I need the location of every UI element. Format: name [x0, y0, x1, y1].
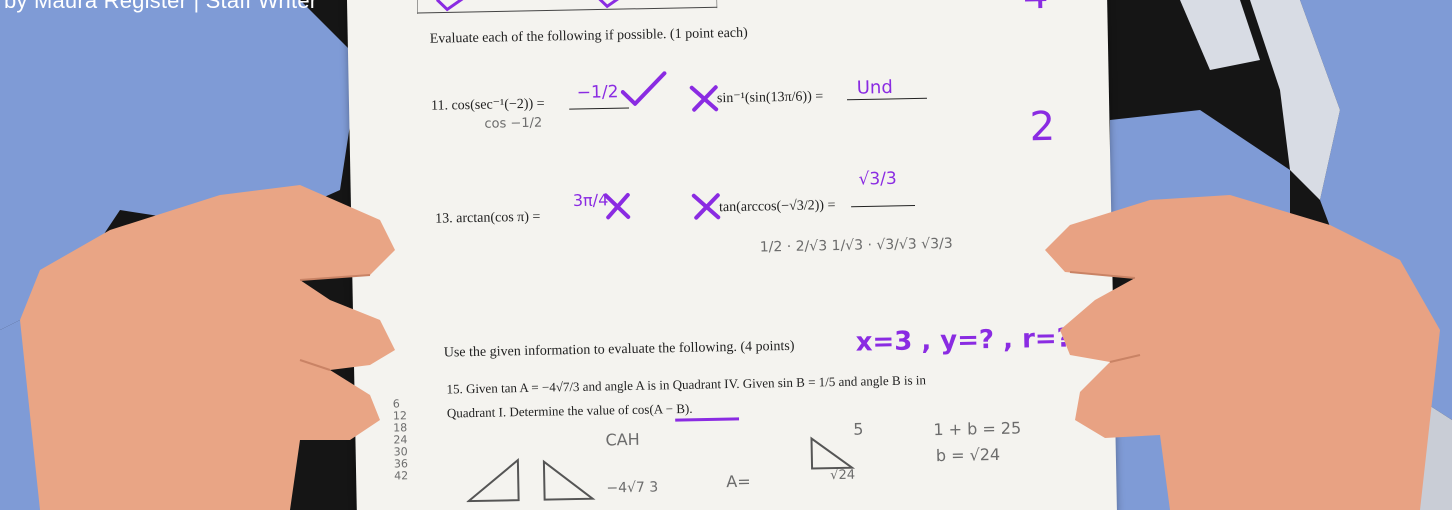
scratch-a: A= — [726, 471, 751, 492]
photo-credit: by Maura Register | Staff Writer — [4, 0, 318, 13]
margin-numbers: 6 12 18 24 30 36 42 — [392, 397, 409, 483]
scratch-misc: −4√7 3 — [606, 479, 659, 497]
wrong-mark-icon — [691, 193, 721, 220]
instructions-part-2: Use the given information to evaluate th… — [443, 338, 795, 361]
underline-mark — [675, 417, 740, 422]
question-15-line-2: Quadrant I. Determine the value of cos(A… — [446, 400, 693, 421]
question-13: 13. arctan(cos π) = — [435, 209, 541, 227]
question-11: 11. cos(sec⁻¹(−2)) = — [430, 96, 545, 114]
answer-line — [846, 97, 927, 101]
question-11-answer: −1/2 — [576, 82, 619, 103]
question-14: tan(arccos(−√3/2)) = — [718, 198, 836, 216]
question-12: sin⁻¹(sin(13π/6)) = — [716, 89, 824, 107]
triangle-sketch — [810, 436, 856, 470]
quiz-paper: Evaluate each of the following if possib… — [346, 0, 1118, 510]
score-middle: 2 — [1029, 103, 1056, 151]
question-14-work: 1/2 · 2/√3 1/√3 · √3/√3 √3/3 — [759, 235, 953, 256]
wrong-mark-icon — [603, 192, 631, 220]
question-15-line-1: 15. Given tan A = −4√7/3 and angle A is … — [446, 372, 927, 397]
triangle-sketch — [465, 458, 596, 503]
grading-table-edge — [416, 0, 718, 14]
scratch-cah: CAH — [605, 429, 640, 450]
question-12-answer: Und — [856, 76, 893, 99]
question-11-work: cos −1/2 — [484, 115, 543, 132]
question-15-note: x=3 , y=? , r=? — [855, 323, 1073, 358]
score-top: 4 — [1023, 0, 1049, 18]
question-14-answer: √3/3 — [858, 168, 897, 190]
scratch-equation-1: 1 + b = 25 — [933, 418, 1022, 440]
answer-line — [851, 204, 916, 208]
checkmark-icon — [620, 71, 667, 107]
scratch-equation-2: b = √24 — [935, 444, 1001, 466]
wrong-mark-icon — [689, 85, 719, 112]
answer-line — [569, 107, 630, 110]
instructions-part-1: Evaluate each of the following if possib… — [429, 25, 748, 47]
